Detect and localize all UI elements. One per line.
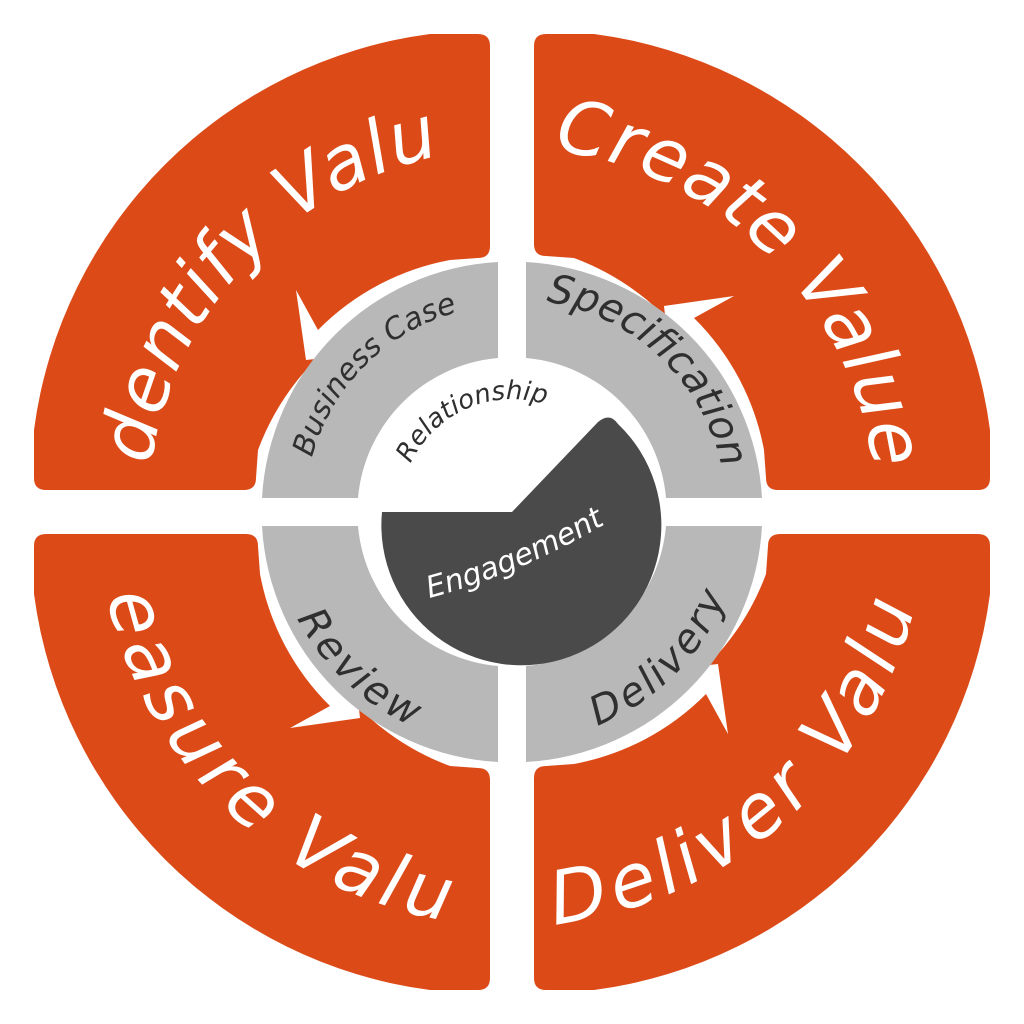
measure-value-segment xyxy=(34,534,490,990)
engagement-core xyxy=(381,417,662,666)
outer-ring xyxy=(34,34,990,990)
business-case-segment xyxy=(262,262,498,498)
middle-ring xyxy=(262,262,762,762)
specification-segment xyxy=(526,262,762,498)
deliver-value-segment xyxy=(534,534,990,990)
delivery-segment xyxy=(526,526,762,762)
identify-value-segment xyxy=(34,34,490,490)
review-segment xyxy=(262,526,498,762)
create-value-segment xyxy=(534,34,990,490)
